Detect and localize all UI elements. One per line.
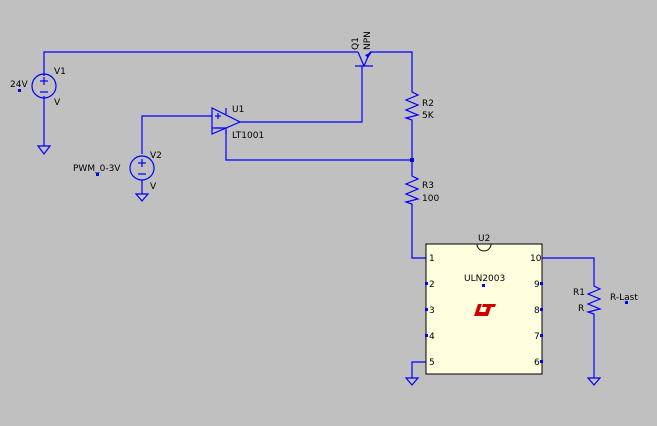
wire-v1-to-q1-collector[interactable] [43,51,356,72]
ground-v2 [134,193,150,202]
u2-pin-4: 4 [429,332,435,342]
v2-param-marker [96,173,99,176]
ground-u2 [404,377,420,386]
u2-value-marker [482,284,485,287]
r3-name: R3 [422,181,434,191]
u2-pin-6-marker [540,360,543,363]
u2-pin-1: 1 [429,254,435,264]
resistor-r3[interactable]: R3 100 [403,172,439,208]
wire-r3-to-u2-pin1[interactable] [411,208,426,259]
r1-value: R [578,304,584,314]
u2-pin-3: 3 [429,306,435,316]
r2-name: R2 [422,99,434,109]
npn-transistor-icon [355,51,373,70]
v2-name: V2 [150,151,162,161]
u1-name: U1 [232,105,244,115]
wire-q1-emitter-to-r2[interactable] [372,51,413,88]
wire-v2-to-u1-plus[interactable] [141,115,212,150]
voltage-source-icon [31,72,57,100]
wire-u2-pin5-to-ground[interactable] [411,361,426,378]
u2-pin-10: 10 [530,254,542,264]
q1-name: Q1 [351,37,361,50]
r2-value: 5K [422,111,435,121]
opamp-icon [211,107,242,135]
opamp-u1[interactable]: U1 LT1001 [211,105,264,141]
u2-pin-2: 2 [429,280,435,290]
v1-param: 24V [10,80,28,90]
v2-value: V [150,182,157,192]
ground-icon [134,193,150,202]
voltage-source-icon [129,150,155,182]
u2-value: ULN2003 [464,274,505,284]
u2-pin-6: 6 [534,358,540,368]
r1-name: R1 [573,288,585,298]
u1-value: LT1001 [232,131,264,141]
ground-icon [586,377,602,386]
u2-pin-7-marker [540,334,543,337]
ground-icon [36,145,52,155]
v1-name: V1 [54,67,66,77]
q1-value: NPN [363,31,373,50]
v1-param-marker [18,89,21,92]
resistor-icon [403,88,420,124]
voltage-source-v1[interactable]: V1 V 24V [10,67,66,108]
u2-pin-8-marker [540,308,543,311]
u2-pin-4-marker [425,334,428,337]
linear-tech-logo-icon [474,304,496,316]
resistor-icon [403,172,420,208]
junction-node [410,158,414,162]
u2-name: U2 [478,234,490,244]
ic-u2[interactable]: U2 ULN2003 1 2 3 4 5 10 9 8 7 6 [425,234,543,375]
r1-param-marker [625,301,628,304]
u2-pin-9: 9 [534,280,540,290]
u2-pin-3-marker [425,308,428,311]
wire-u2-pin10-to-r1[interactable] [542,257,595,282]
ground-v1 [36,145,52,155]
ic-notch [476,243,492,252]
transistor-q1[interactable]: Q1 NPN [351,31,373,70]
u2-pin-7: 7 [534,332,540,342]
r1-param: R-Last [610,293,638,303]
ic-body [425,243,543,375]
voltage-source-v2[interactable]: V2 V PWM_0-3V [73,150,162,192]
u2-pin-8: 8 [534,306,540,316]
u2-pin-9-marker [540,282,543,285]
ground-r1 [586,377,602,386]
v2-param: PWM_0-3V [73,164,121,174]
v1-value: V [54,98,61,108]
r3-value: 100 [422,194,439,204]
resistor-r2[interactable]: R2 5K [403,88,435,124]
ground-icon [404,377,420,386]
u2-pin-5: 5 [429,358,435,368]
resistor-r1[interactable]: R1 R R-Last [573,282,638,316]
u2-pin-2-marker [425,282,428,285]
resistor-icon [585,282,602,316]
wire-q1-base-to-u1-out[interactable] [240,70,363,123]
